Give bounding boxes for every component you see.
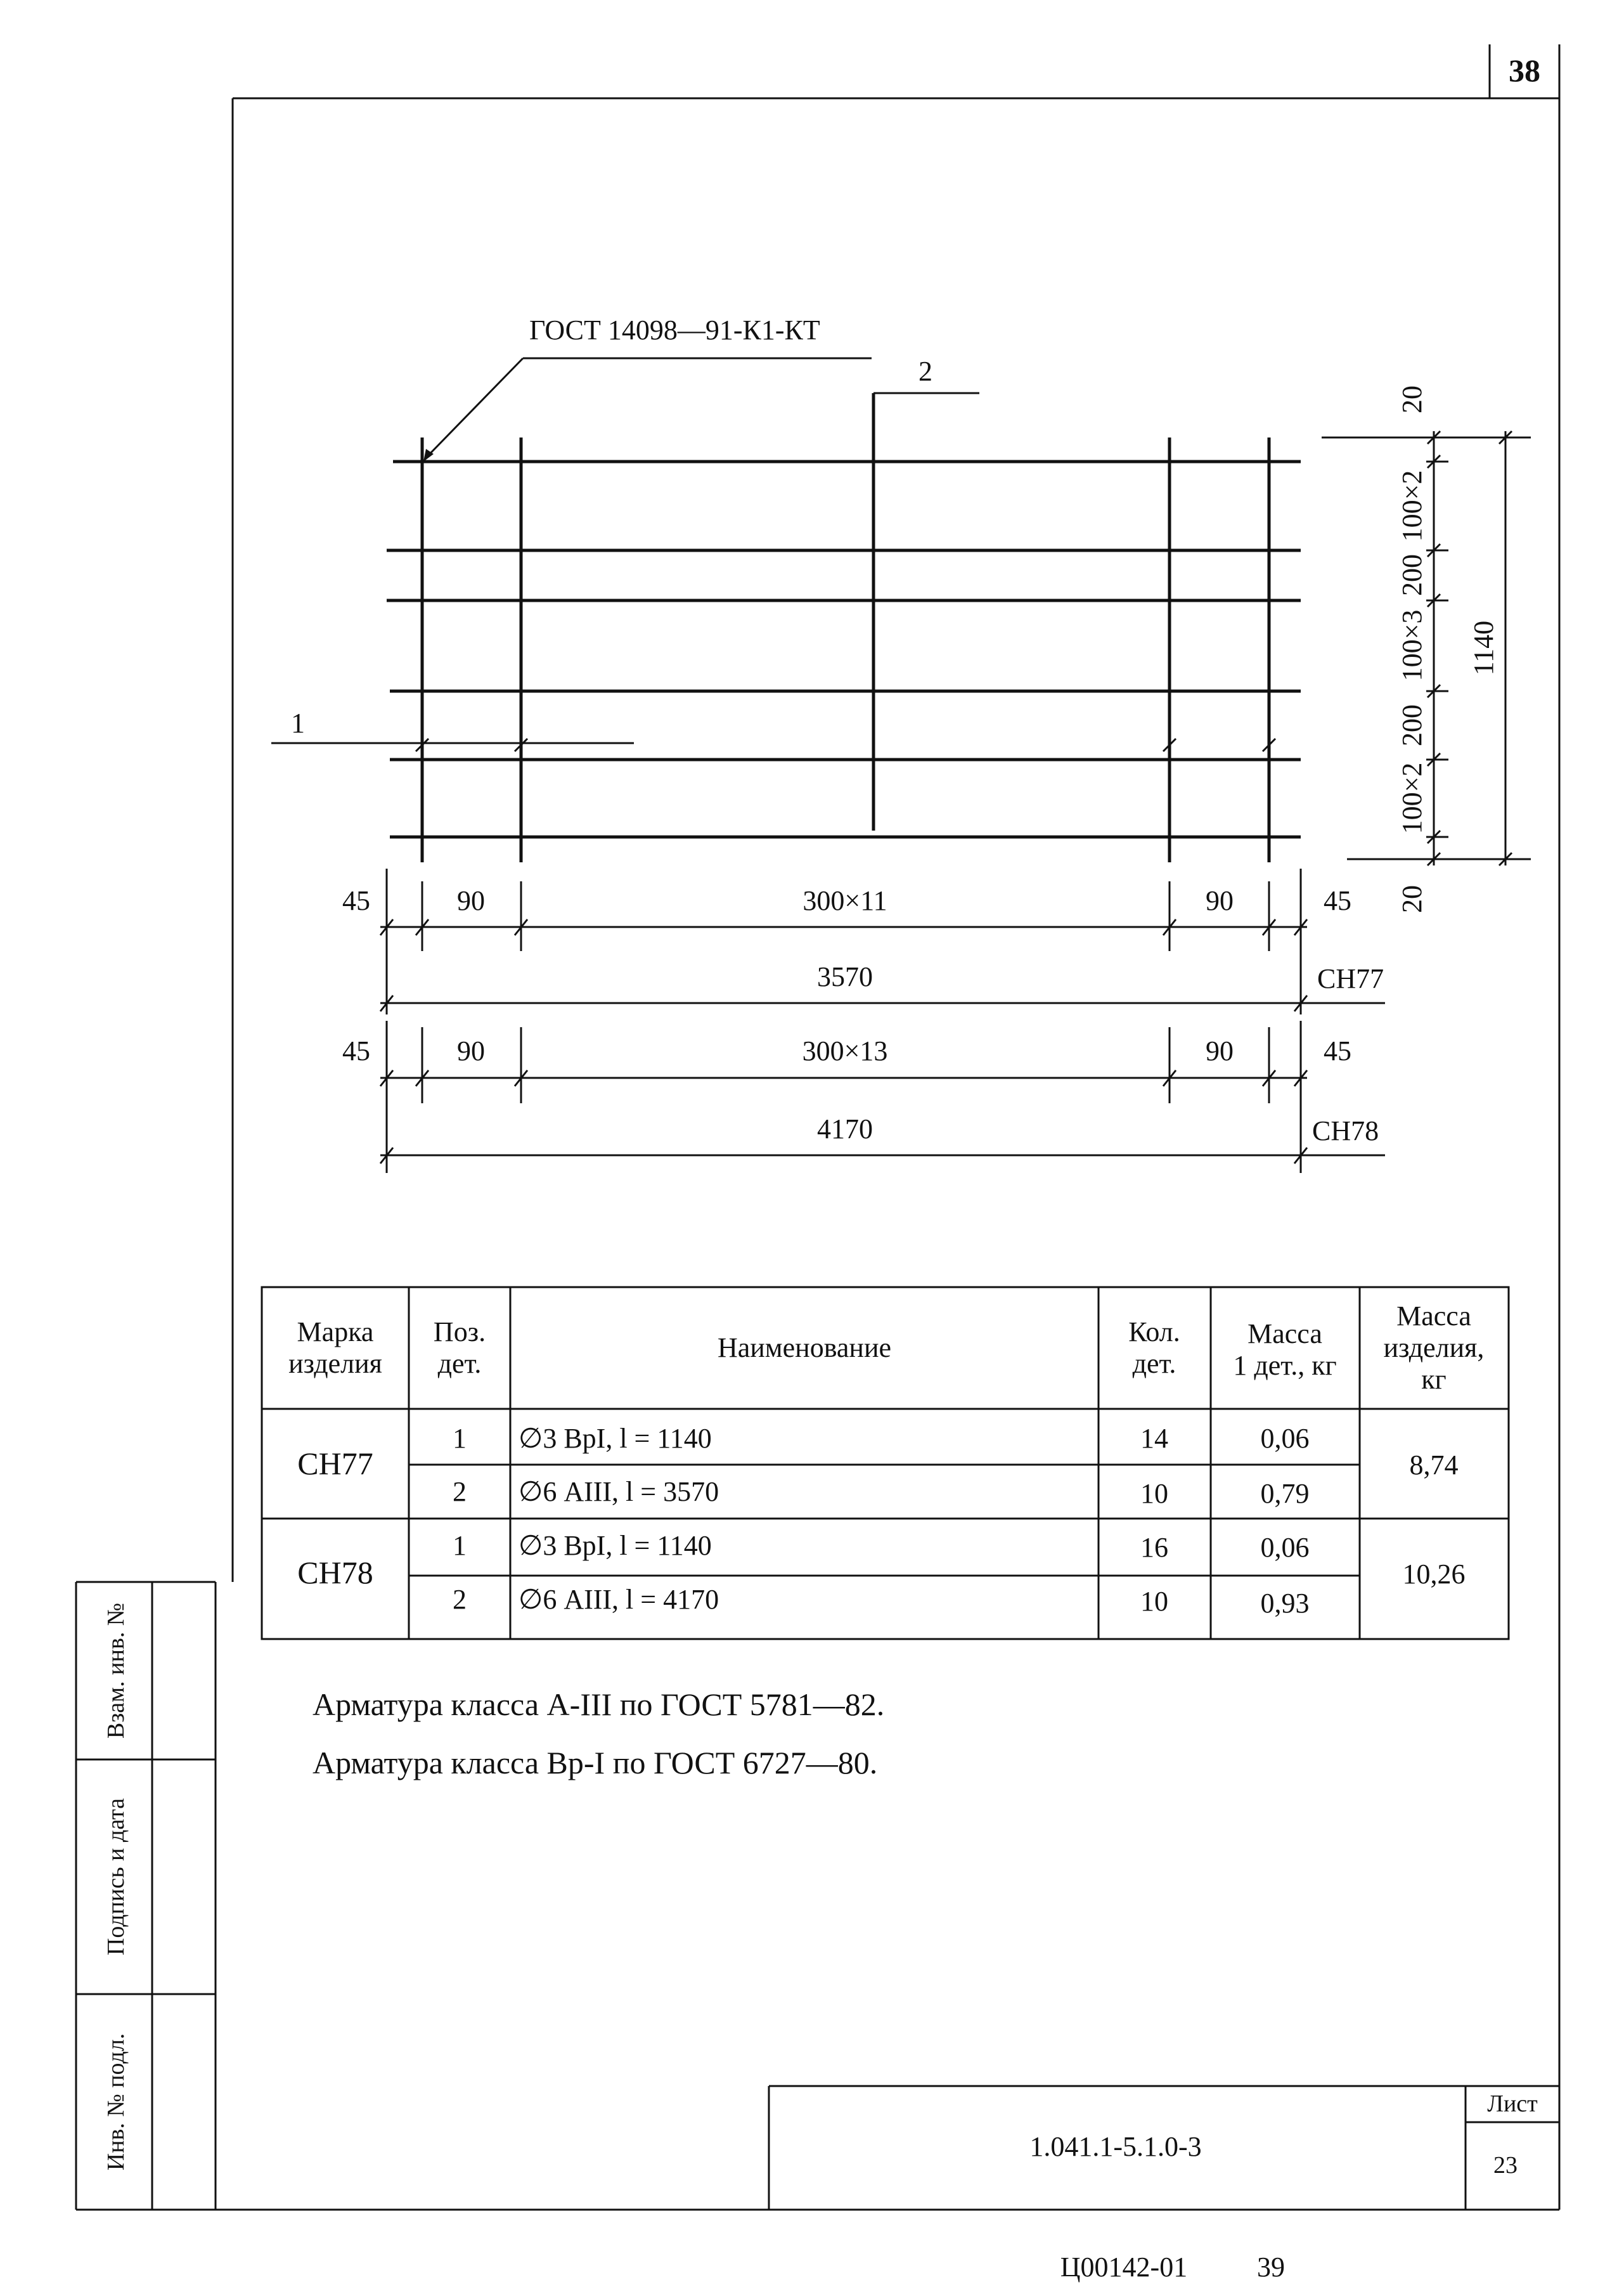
sheet-label: Лист — [1487, 2090, 1538, 2117]
th-mass-total-2: изделия, — [1384, 1332, 1485, 1363]
dim-ch77-300x11: 300×11 — [802, 885, 887, 916]
cell-name: ∅3 ВрI, l = 1140 — [519, 1423, 712, 1454]
title-block-code: 1.041.1-5.1.0-3 — [1029, 2131, 1201, 2162]
vdim-total: 1140 — [1468, 621, 1499, 675]
th-mark-1: Марка — [297, 1316, 374, 1347]
cell-mark-ch77: СН77 — [297, 1446, 373, 1481]
dim-ch78-total: 4170 — [817, 1113, 873, 1144]
gost-leader — [423, 357, 872, 462]
cell-name: ∅6 АIII, l = 4170 — [519, 1584, 719, 1615]
cell-mass: 0,06 — [1261, 1423, 1310, 1454]
mark-ch78-label: СН78 — [1312, 1115, 1379, 1146]
th-name: Наименование — [718, 1332, 891, 1363]
note-line: Арматура класса Вр-I по ГОСТ 6727—80. — [313, 1745, 877, 1780]
th-pos-1: Поз. — [434, 1316, 486, 1347]
th-mass-total-1: Масса — [1396, 1300, 1471, 1332]
th-mass-one-2: 1 дет., кг — [1233, 1350, 1336, 1381]
vdim-100x3: 100×3 — [1396, 610, 1427, 682]
cell-pos: 2 — [453, 1476, 467, 1507]
pos-2-label: 2 — [918, 356, 932, 387]
cell-pos: 1 — [453, 1530, 467, 1561]
th-qty-1: Кол. — [1128, 1316, 1180, 1347]
footer-doc-code: Ц00142-01 — [1060, 2252, 1187, 2283]
cell-qty: 10 — [1140, 1586, 1168, 1617]
mesh-drawing — [387, 393, 1301, 862]
cell-total-mass-ch77: 8,74 — [1410, 1449, 1459, 1481]
footer-page: 39 — [1257, 2252, 1285, 2283]
page-frame — [76, 44, 1561, 2211]
stamp-vzam-inv: Взам. инв. № — [103, 1603, 129, 1739]
dim-ch78-45-left: 45 — [342, 1035, 370, 1066]
dim-ch77-90-right: 90 — [1206, 885, 1234, 916]
th-pos-2: дет. — [438, 1348, 482, 1379]
dim-ch78-45-right: 45 — [1324, 1035, 1351, 1066]
dim-chain-ch77 — [379, 869, 1385, 1014]
sheet-number: 23 — [1493, 2152, 1518, 2179]
vdim-20-top: 20 — [1396, 386, 1427, 413]
dim-chain-ch78 — [379, 1021, 1385, 1173]
vdim-200-top: 200 — [1396, 554, 1427, 596]
dim-ch78-90-right: 90 — [1206, 1035, 1234, 1066]
cell-mark-ch78: СН78 — [297, 1555, 373, 1590]
stamp-inv-podl: Инв. № подл. — [103, 2033, 129, 2171]
spec-table — [261, 1286, 1510, 1640]
pos-1-label: 1 — [291, 708, 305, 739]
cell-pos: 1 — [453, 1423, 467, 1454]
side-stamp — [75, 1581, 216, 2210]
cell-mass: 0,06 — [1261, 1532, 1310, 1563]
dim-ch77-45-left: 45 — [342, 885, 370, 916]
dim-ch77-90-left: 90 — [457, 885, 485, 916]
vdim-100x2-bot: 100×2 — [1396, 763, 1427, 834]
th-mass-total-3: кг — [1421, 1364, 1446, 1395]
cell-mass: 0,93 — [1261, 1588, 1310, 1619]
note-line: Арматура класса А-III по ГОСТ 5781—82. — [313, 1687, 884, 1722]
dim-ch78-90-left: 90 — [457, 1035, 485, 1066]
cell-name: ∅6 АIII, l = 3570 — [519, 1476, 719, 1507]
cell-qty: 16 — [1140, 1532, 1168, 1563]
cell-qty: 14 — [1140, 1423, 1168, 1454]
th-mass-one-1: Масса — [1247, 1318, 1322, 1349]
cell-mass: 0,79 — [1261, 1478, 1310, 1509]
gost-label: ГОСТ 14098—91-К1-КТ — [529, 314, 820, 346]
th-mark-2: изделия — [288, 1348, 382, 1379]
dim-ch78-300x13: 300×13 — [802, 1035, 888, 1066]
vdim-100x2-top: 100×2 — [1396, 470, 1427, 542]
cell-qty: 10 — [1140, 1478, 1168, 1509]
vdim-20-bot: 20 — [1396, 885, 1427, 913]
dim-ch77-total: 3570 — [817, 961, 873, 992]
cell-total-mass-ch78: 10,26 — [1403, 1558, 1466, 1590]
mark-ch77-label: СН77 — [1317, 963, 1384, 994]
title-block — [768, 2085, 1559, 2210]
dim-chain-vertical — [1322, 430, 1531, 867]
stamp-podpis-data: Подпись и дата — [103, 1798, 129, 1955]
cell-pos: 2 — [453, 1584, 467, 1615]
th-qty-2: дет. — [1133, 1348, 1176, 1379]
vdim-200-bot: 200 — [1396, 704, 1427, 746]
page-number: 38 — [1509, 53, 1540, 88]
cell-name: ∅3 ВрI, l = 1140 — [519, 1530, 712, 1561]
dim-ch77-45-right: 45 — [1324, 885, 1351, 916]
